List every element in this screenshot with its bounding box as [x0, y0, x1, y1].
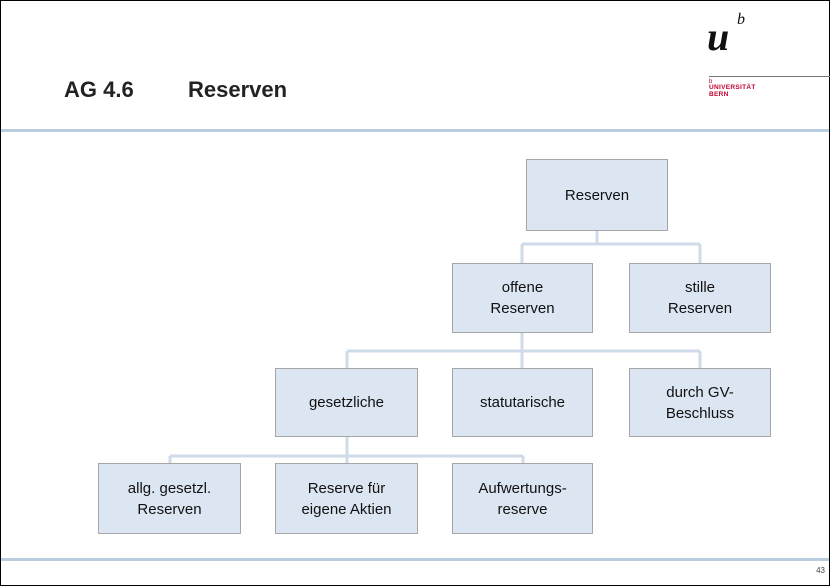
- logo-line-1: UNIVERSITÄT: [709, 84, 756, 91]
- page-number: 43: [816, 566, 825, 575]
- node-gesetzliche: gesetzliche: [275, 368, 418, 437]
- node-reserve-eigene-aktien: Reserve für eigene Aktien: [275, 463, 418, 534]
- node-reserven: Reserven: [526, 159, 668, 231]
- logo-divider: [709, 76, 830, 77]
- logo-letter: u: [707, 14, 730, 59]
- node-offene-reserven: offene Reserven: [452, 263, 593, 333]
- logo-text: UNIVERSITÄT BERN: [709, 84, 756, 98]
- node-aufwertungsreserve: Aufwertungs- reserve: [452, 463, 593, 534]
- footer-divider: [1, 558, 829, 561]
- node-stille-reserven: stille Reserven: [629, 263, 771, 333]
- logo-small-mark: b: [709, 79, 713, 85]
- slide-title: AG 4.6 Reserven: [64, 77, 287, 103]
- node-allg-gesetzl-reserven: allg. gesetzl. Reserven: [98, 463, 241, 534]
- logo-superscript: b: [737, 11, 745, 28]
- university-logo: u b b UNIVERSITÄT BERN: [707, 11, 830, 127]
- node-statutarische: statutarische: [452, 368, 593, 437]
- slide-number: AG 4.6: [64, 77, 134, 102]
- node-durch-gv-beschluss: durch GV- Beschluss: [629, 368, 771, 437]
- slide-title-text: Reserven: [188, 77, 288, 102]
- logo-line-2: BERN: [709, 91, 729, 98]
- header-divider: [1, 129, 829, 132]
